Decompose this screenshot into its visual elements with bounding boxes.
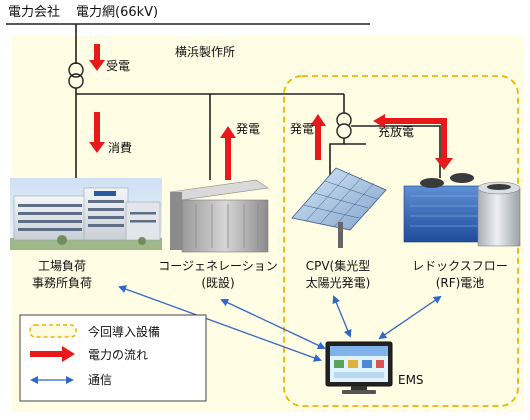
- communication-links: [118, 285, 442, 362]
- grid-company-label: 電力会社: [8, 4, 60, 20]
- consume-arrow: [89, 112, 105, 153]
- cpv-solar-panel-image: [291, 167, 387, 248]
- main-transformer-icon: [68, 62, 84, 78]
- cogen-label-2: (既設): [201, 275, 234, 290]
- consume-label: 消費: [108, 140, 132, 155]
- cogen-label-1: コージェネレーション: [158, 259, 278, 273]
- legend-new-equipment-label: 今回導入設備: [88, 324, 160, 339]
- charge-discharge-label: 充放電: [378, 124, 414, 139]
- factory-label-1: 工場負荷: [38, 259, 86, 273]
- charge-discharge-arrow: [373, 114, 453, 170]
- legend-power-flow-swatch: [30, 346, 75, 362]
- grid-line-label: 電力網(66kV): [76, 5, 158, 20]
- cpv-line: [329, 138, 345, 178]
- site-name: 横浜製作所: [175, 45, 235, 59]
- cogeneration-unit-image: [169, 179, 269, 253]
- receive-arrow: [89, 44, 105, 71]
- power-flow-arrows: [89, 44, 453, 180]
- comm-link-cpv: [332, 295, 352, 338]
- cpv-label-1: CPV(集光型: [306, 258, 371, 273]
- comm-link-rf: [378, 295, 442, 340]
- cpv-label-2: 太陽光発電): [306, 275, 371, 290]
- comm-link-cogen: [220, 298, 326, 350]
- rf-label-1: レドックスフロー: [412, 259, 508, 273]
- factory-label-2: 事務所負荷: [32, 276, 92, 290]
- legend-new-equipment-swatch: [29, 324, 77, 338]
- cogen-generate-arrow: [220, 126, 236, 180]
- rf-label-2: (RF)電池: [436, 276, 485, 290]
- legend-communication-label: 通信: [88, 373, 112, 387]
- receive-label: 受電: [106, 59, 130, 73]
- ems-label: EMS: [398, 373, 424, 387]
- factory-building-image: [10, 178, 162, 250]
- legend-power-flow-label: 電力の流れ: [88, 348, 148, 362]
- redox-flow-battery-image: [403, 173, 521, 247]
- cogen-generate-label: 発電: [236, 122, 260, 136]
- cpv-generate-arrow: [310, 114, 326, 160]
- cpv-generate-label: 発電: [290, 122, 314, 136]
- legend: 今回導入設備 電力の流れ 通信: [19, 314, 207, 402]
- ems-monitor-icon: [325, 341, 393, 394]
